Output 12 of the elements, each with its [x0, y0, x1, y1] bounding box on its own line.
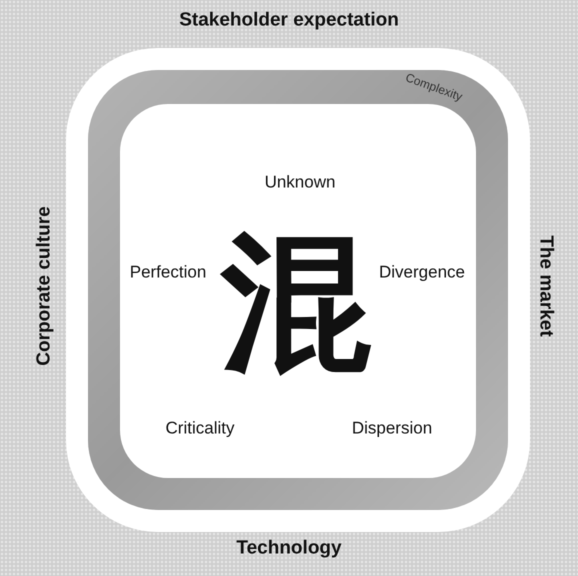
side-label: Stakeholder expectation	[179, 10, 399, 30]
inner-panel	[120, 104, 476, 478]
side-label: The market	[536, 235, 556, 337]
complexity-band	[88, 70, 508, 510]
word-label: Divergence	[379, 264, 465, 280]
word-label: Unknown	[264, 174, 336, 190]
word-label: Criticality	[166, 420, 234, 436]
side-label: Technology	[236, 538, 342, 558]
kanji-character: 混	[221, 227, 371, 377]
side-label: Corporate culture	[34, 206, 54, 366]
word-label: Dispersion	[352, 420, 432, 436]
word-label: Perfection	[130, 264, 206, 280]
